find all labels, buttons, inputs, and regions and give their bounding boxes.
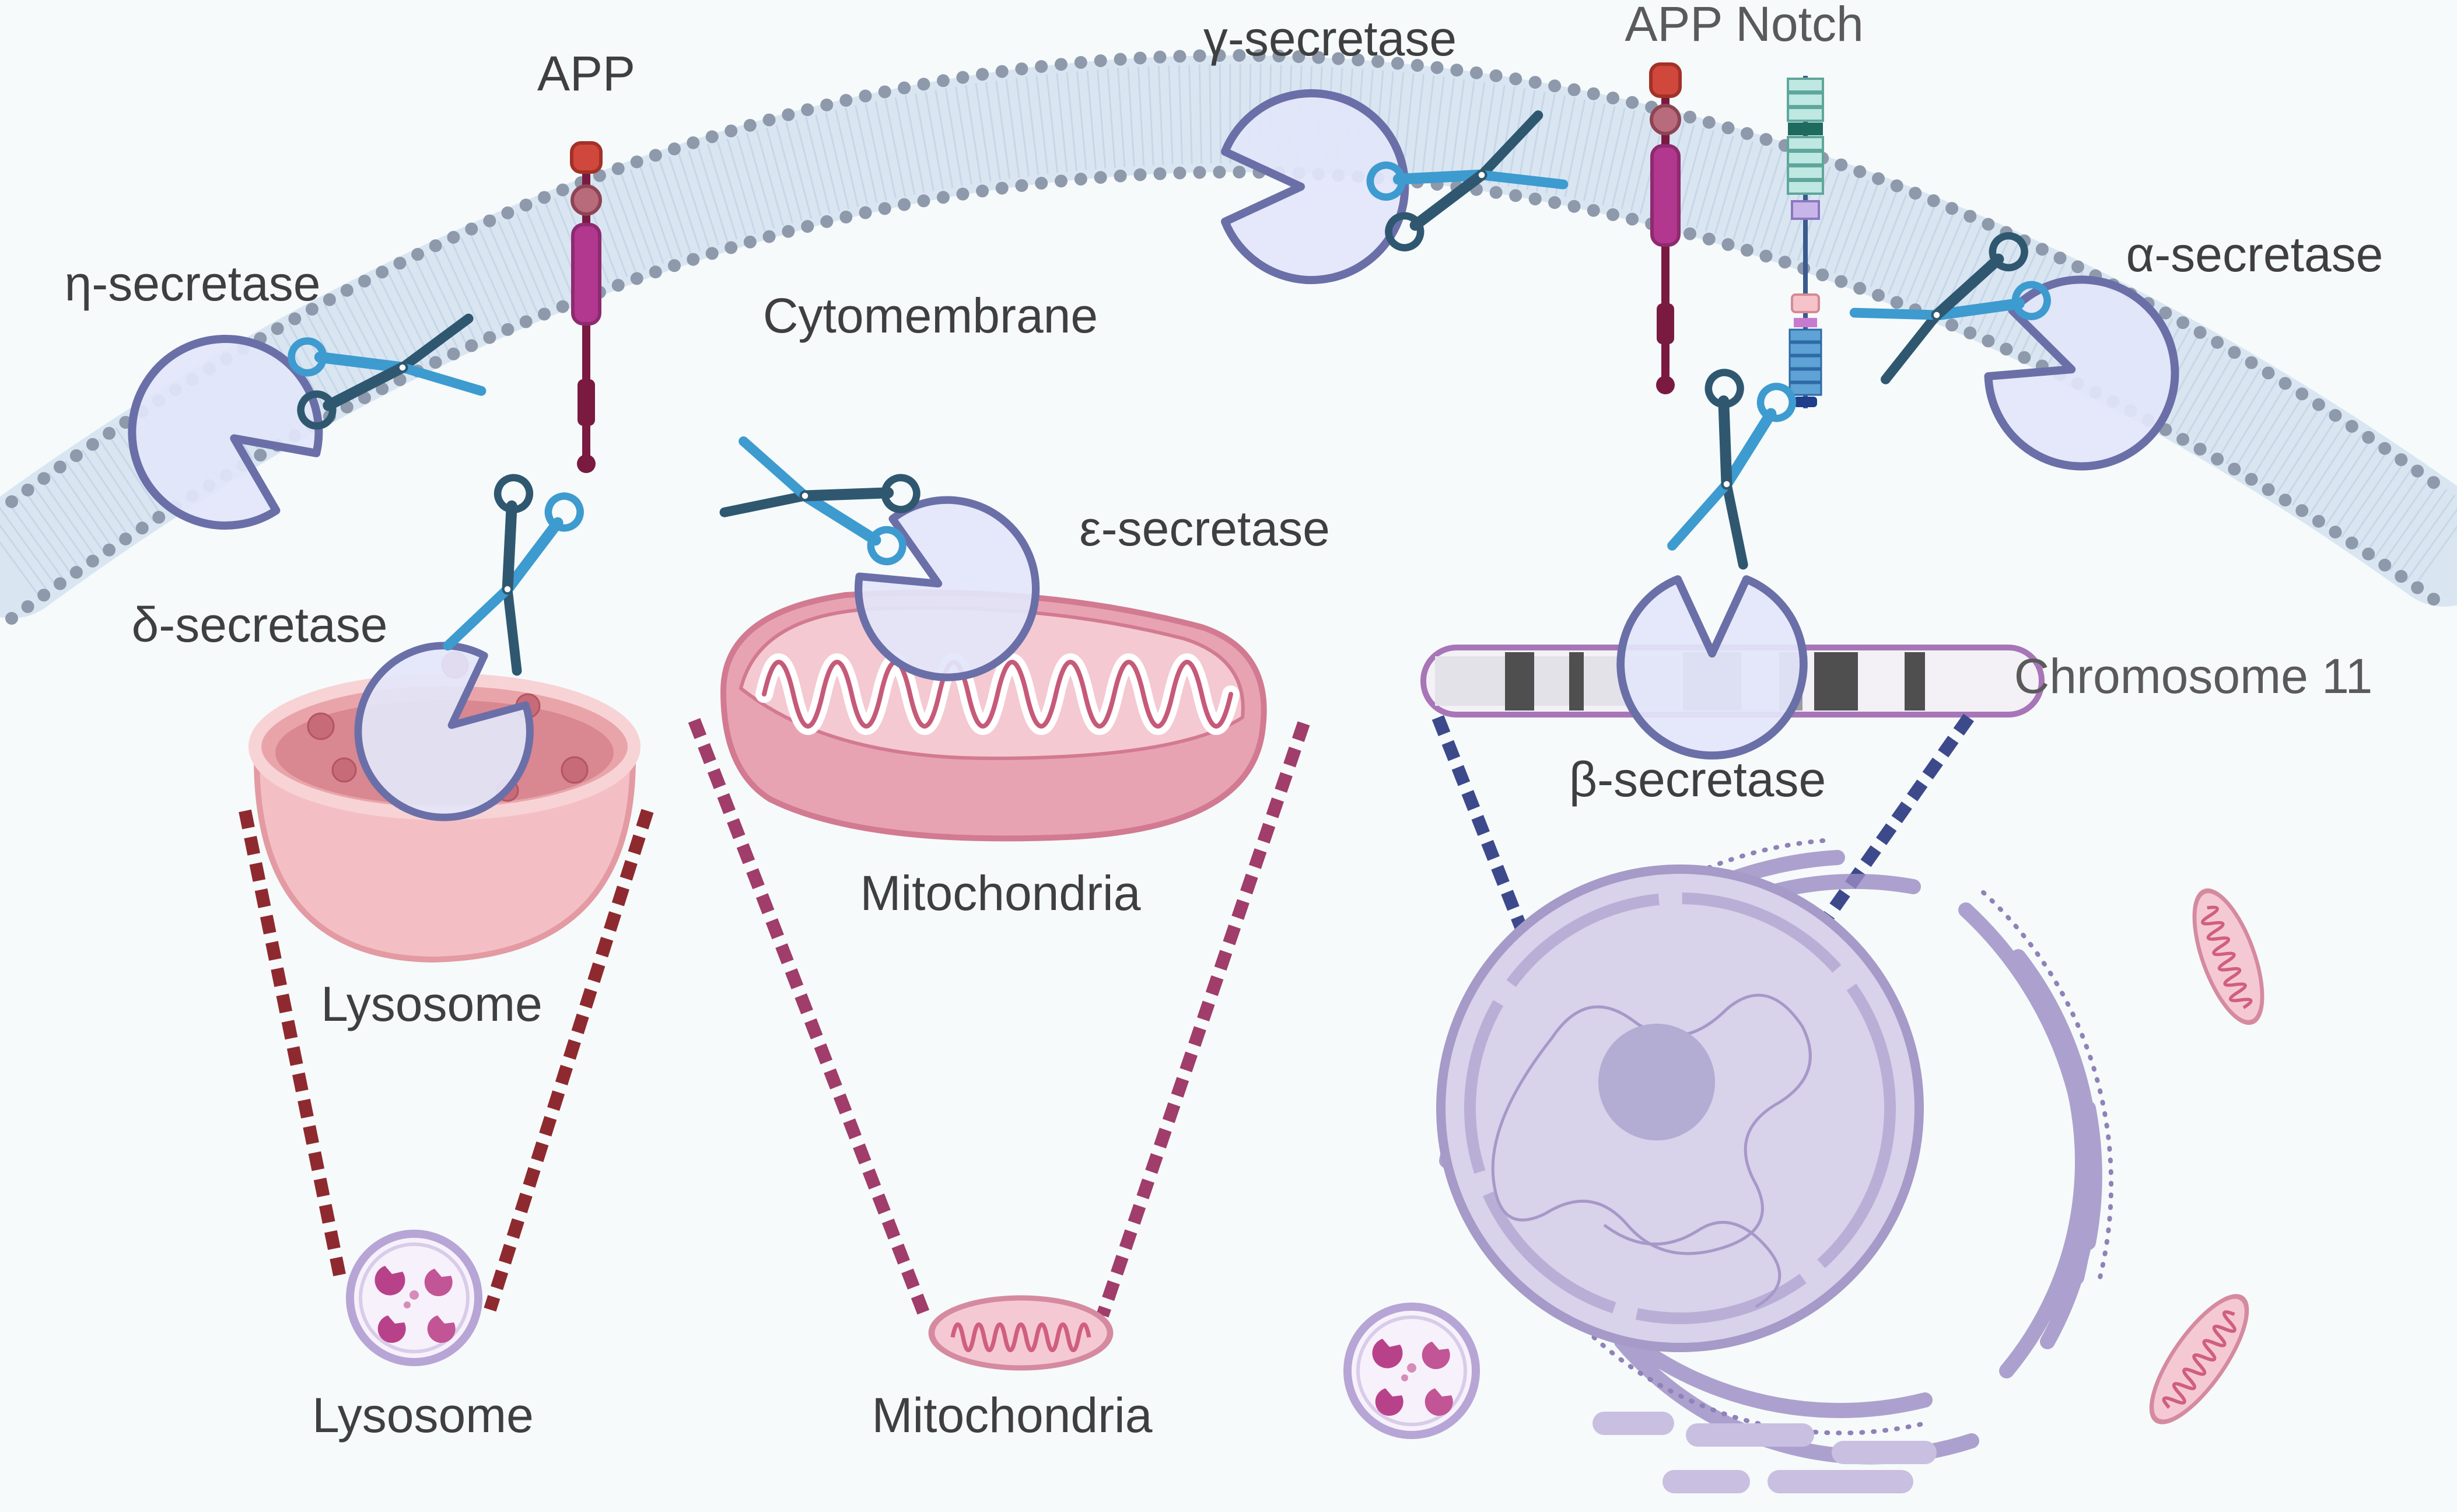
lysosome-small-icon: [350, 1234, 478, 1362]
delta-scissors-icon: [442, 473, 584, 673]
epsilon-secretase-label: ε-secretase: [1079, 501, 1330, 556]
cytomembrane-label: Cytomembrane: [763, 288, 1098, 343]
lysosome-small-right-icon: [1348, 1307, 1476, 1435]
alpha-secretase-label: α-secretase: [2126, 227, 2384, 282]
delta-secretase-label: δ-secretase: [132, 597, 388, 652]
mito-top-label: Mitochondria: [860, 866, 1141, 921]
beta-secretase-enzyme-icon: [1620, 579, 1804, 755]
app-notch-label: APP Notch: [1625, 0, 1863, 51]
app-left-label: APP: [537, 46, 635, 101]
lysosome-bottom-label: Lysosome: [312, 1388, 534, 1443]
app-protein-icon: [570, 141, 603, 473]
mito-bottom-label: Mitochondria: [872, 1388, 1153, 1443]
eta-secretase-label: η-secretase: [65, 256, 321, 311]
nucleus-er-icon: [1436, 838, 2114, 1465]
chromosome-label: Chromosome 11: [2014, 649, 2373, 704]
notch-protein-icon: [1787, 76, 1824, 408]
mitochondria-large-icon: [720, 589, 1267, 842]
gamma-secretase-enzyme-icon: [1225, 93, 1405, 280]
mitochondria-small-icon: [932, 1298, 1110, 1368]
app-protein-right-icon: [1649, 62, 1682, 394]
lysosome-top-label: Lysosome: [321, 977, 542, 1031]
mitochondria-small-bottom-icon: [2136, 1283, 2263, 1434]
gamma-secretase-label: γ-secretase: [1203, 11, 1457, 66]
er-fragments: [1592, 1412, 1937, 1493]
beta-secretase-label: β-secretase: [1569, 752, 1826, 807]
mitochondria-small-right-icon: [2180, 883, 2276, 1031]
epsilon-scissors-icon: [723, 435, 920, 565]
beta-scissors-icon: [1666, 369, 1796, 566]
